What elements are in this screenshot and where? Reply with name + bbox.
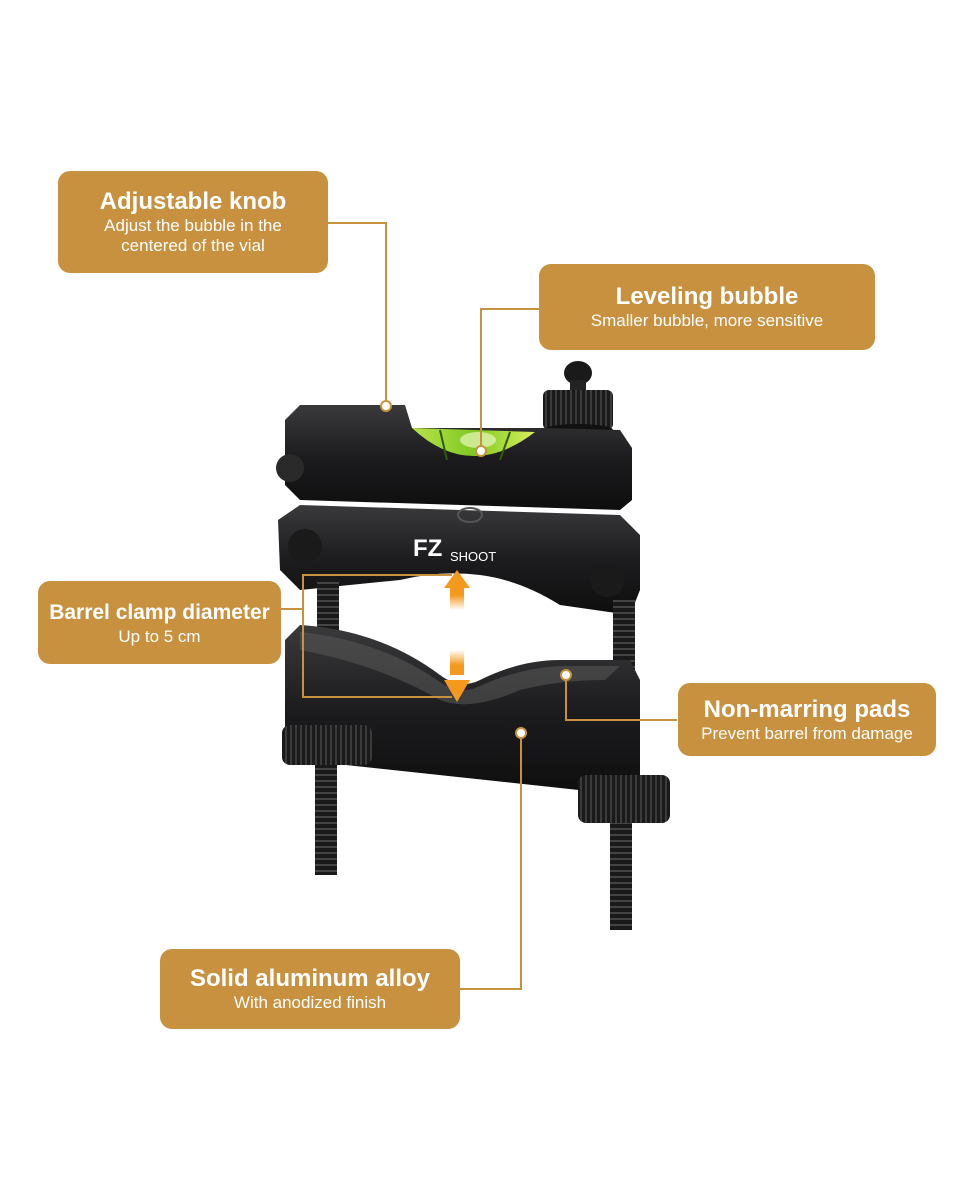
- connector-line: [385, 222, 387, 402]
- callout-title: Adjustable knob: [99, 188, 287, 215]
- callout-aluminum-alloy: Solid aluminum alloy With anodized finis…: [160, 949, 460, 1029]
- svg-text:SHOOT: SHOOT: [450, 549, 496, 564]
- connector-line: [565, 679, 567, 720]
- connector-line: [327, 222, 386, 224]
- callout-subtitle: Prevent barrel from damage: [701, 723, 913, 743]
- callout-subtitle: Smaller bubble, more sensitive: [590, 311, 824, 330]
- connector-line: [280, 608, 302, 610]
- connector-dot: [380, 400, 392, 412]
- connector-line: [520, 737, 522, 990]
- callout-subtitle: With anodized finish: [233, 993, 387, 1012]
- svg-text:FZ: FZ: [413, 535, 442, 562]
- connector-line: [480, 308, 540, 310]
- callout-non-marring: Non-marring pads Prevent barrel from dam…: [678, 683, 936, 756]
- callout-leveling-bubble: Leveling bubble Smaller bubble, more sen…: [539, 264, 875, 350]
- connector-line: [302, 574, 304, 698]
- connector-line: [480, 308, 482, 448]
- callout-adjustable-knob: Adjustable knob Adjust the bubble in the…: [58, 171, 328, 273]
- callout-title: Leveling bubble: [615, 283, 799, 310]
- callout-subtitle-line1: Adjust the bubble in the: [104, 216, 282, 235]
- connector-line: [302, 574, 452, 576]
- callout-title: Solid aluminum alloy: [189, 965, 431, 992]
- callout-barrel-clamp: Barrel clamp diameter Up to 5 cm: [38, 581, 281, 664]
- callout-subtitle: Up to 5 cm: [118, 626, 201, 646]
- clamp-range-arrows-icon: [444, 570, 470, 702]
- connector-line: [565, 719, 677, 721]
- callout-subtitle-line2: centered of the vial: [121, 236, 265, 255]
- connector-line: [302, 696, 452, 698]
- adjust-knob-icon: [543, 361, 613, 436]
- connector-line: [458, 988, 522, 990]
- connector-dot: [475, 445, 487, 457]
- callout-title: Non-marring pads: [703, 695, 911, 723]
- callout-title: Barrel clamp diameter: [49, 600, 270, 624]
